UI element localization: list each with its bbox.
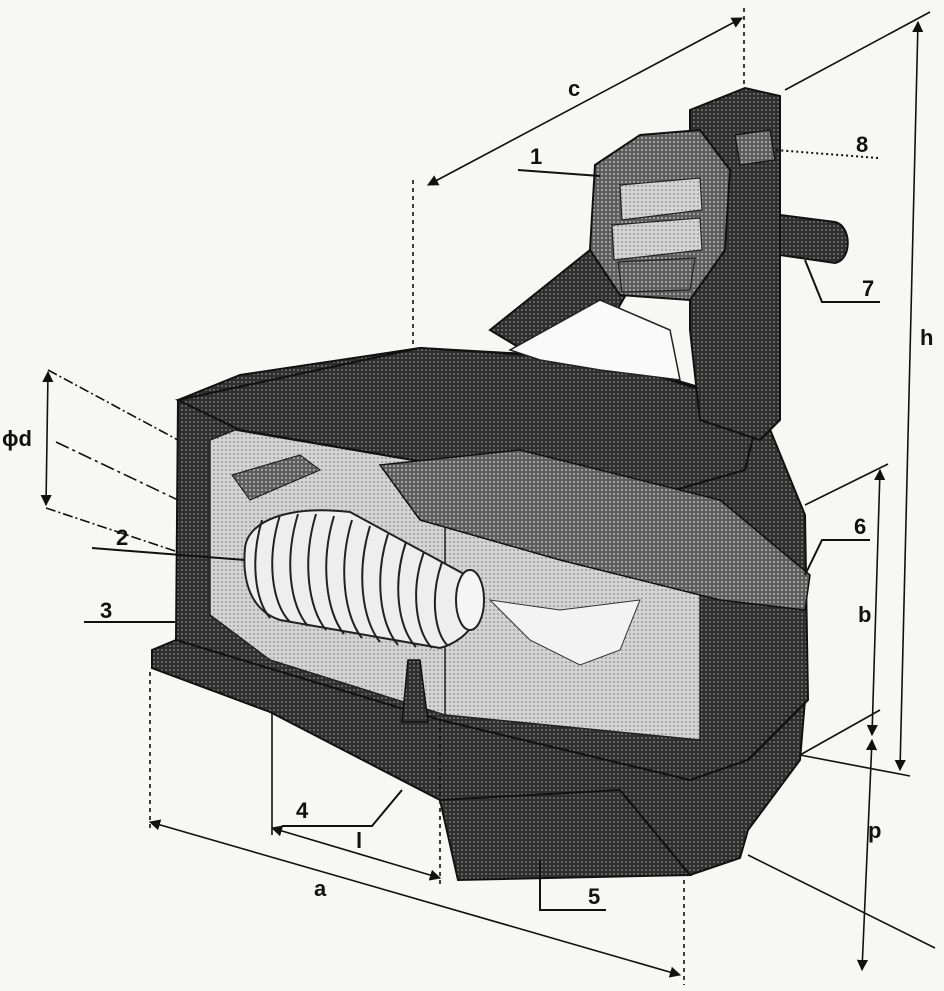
dim-l bbox=[270, 825, 442, 881]
ext-b-top bbox=[804, 463, 889, 506]
part-label-3: 3 bbox=[100, 598, 112, 623]
dim-c bbox=[427, 17, 743, 186]
leader-7 bbox=[804, 259, 880, 303]
ext-d-bottom bbox=[45, 507, 179, 553]
dim-label-p: p bbox=[868, 818, 881, 843]
leader-8 bbox=[774, 149, 879, 159]
dimension-lines bbox=[40, 8, 936, 985]
dim-label-d: ϕd bbox=[2, 426, 32, 451]
dim-label-a: a bbox=[314, 876, 327, 901]
part-label-8: 8 bbox=[856, 132, 868, 157]
leader-6 bbox=[804, 539, 870, 576]
dimension-labels: c h b p a l ϕd bbox=[2, 76, 933, 901]
dim-b bbox=[866, 468, 886, 737]
lid bbox=[174, 346, 811, 611]
drum bbox=[243, 509, 485, 723]
part-label-5: 5 bbox=[588, 884, 600, 909]
dim-label-c: c bbox=[568, 76, 580, 101]
dim-label-l: l bbox=[356, 828, 362, 853]
ext-p-bottom bbox=[747, 854, 936, 949]
dim-h bbox=[894, 20, 924, 772]
dim-label-h: h bbox=[920, 325, 933, 350]
ext-h-bottom bbox=[799, 754, 911, 777]
leader-1 bbox=[517, 169, 601, 177]
ext-b-bottom bbox=[799, 709, 881, 756]
ext-d-top bbox=[47, 369, 179, 441]
ext-h-top bbox=[784, 11, 931, 91]
part-label-2: 2 bbox=[116, 525, 128, 550]
part-label-7: 7 bbox=[862, 276, 874, 301]
leader-2 bbox=[91, 547, 246, 561]
dim-d bbox=[40, 370, 54, 507]
part-label-6: 6 bbox=[854, 514, 866, 539]
dim-a bbox=[148, 819, 682, 978]
dim-p bbox=[856, 738, 878, 972]
part-label-1: 1 bbox=[530, 144, 542, 169]
axis-d-center bbox=[55, 441, 179, 501]
dim-label-b: b bbox=[858, 602, 871, 627]
part-label-4: 4 bbox=[296, 798, 309, 823]
part-labels: 1 2 3 4 5 6 7 8 bbox=[100, 132, 874, 909]
